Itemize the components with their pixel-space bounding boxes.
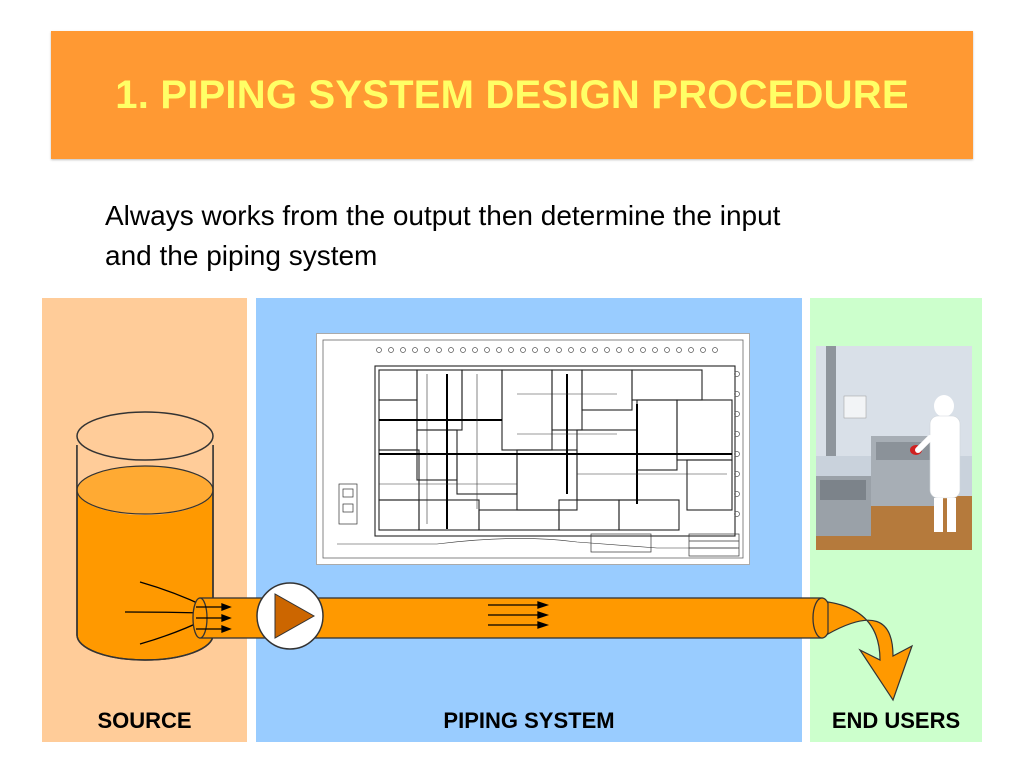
- piping-system-label: PIPING SYSTEM: [443, 708, 615, 733]
- end-users-label: END USERS: [831, 708, 961, 733]
- slide-title: 1. PIPING SYSTEM DESIGN PROCEDURE: [115, 72, 909, 117]
- body-text: Always works from the output then determ…: [105, 196, 965, 276]
- title-banner: 1. PIPING SYSTEM DESIGN PROCEDURE: [51, 31, 973, 159]
- source-label: SOURCE: [97, 708, 192, 733]
- body-line-1: Always works from the output then determ…: [105, 200, 781, 231]
- body-line-2: and the piping system: [105, 240, 378, 271]
- end-user-photo: [816, 346, 972, 550]
- pump-icon: [256, 582, 324, 650]
- piping-layout-drawing: [316, 333, 750, 565]
